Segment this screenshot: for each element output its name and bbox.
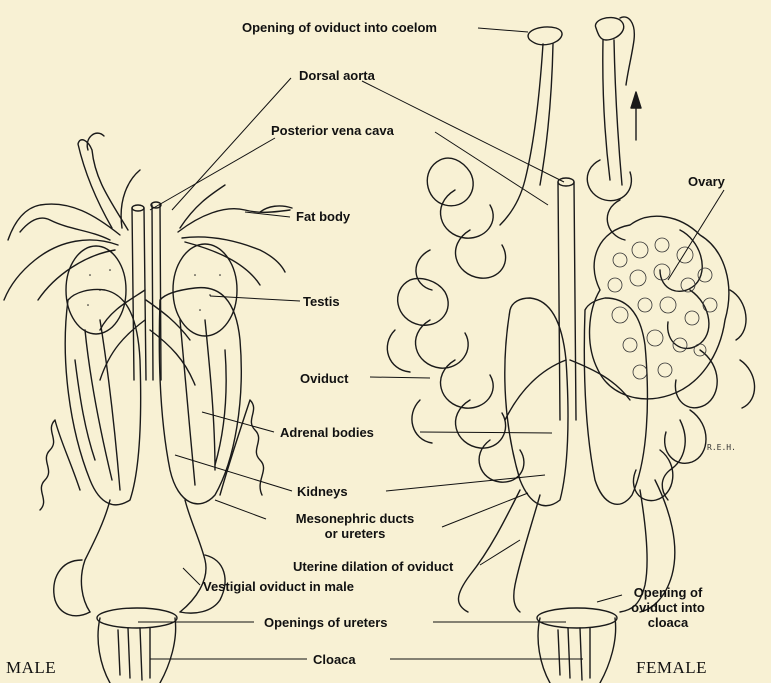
female-oviduct-funnels (500, 17, 641, 225)
label-opening-oviduct-cloaca-line1: Opening of (618, 585, 718, 600)
male-cloaca (97, 608, 177, 683)
female-uterine-ducts (458, 420, 685, 612)
artist-signature: R.E.H. (707, 443, 736, 452)
label-opening-oviduct-cloaca-line2: oviduct into (618, 600, 718, 615)
male-fat-body (4, 133, 292, 300)
panel-label-male: MALE (6, 658, 56, 678)
label-cloaca: Cloaca (313, 652, 356, 667)
label-oviduct: Oviduct (300, 371, 348, 386)
label-opening-oviduct-cloaca-line3: cloaca (618, 615, 718, 630)
label-dorsal-aorta: Dorsal aorta (299, 68, 375, 83)
label-uterine-dilation: Uterine dilation of oviduct (293, 559, 453, 574)
label-opening-oviduct-cloaca: Opening of oviduct into cloaca (618, 585, 718, 630)
label-mesonephric-ducts-line2: or ureters (270, 526, 440, 541)
label-adrenal-bodies: Adrenal bodies (280, 425, 374, 440)
panel-label-female: FEMALE (636, 658, 707, 678)
label-kidneys: Kidneys (297, 484, 348, 499)
label-mesonephric-ducts: Mesonephric ducts or ureters (270, 511, 440, 541)
label-ovary: Ovary (688, 174, 725, 189)
female-oviduct-coils (387, 158, 754, 501)
label-opening-oviduct-coelom: Opening of oviduct into coelom (242, 20, 437, 35)
label-testis: Testis (303, 294, 340, 309)
label-posterior-vena-cava: Posterior vena cava (271, 123, 394, 138)
label-mesonephric-ducts-line1: Mesonephric ducts (270, 511, 440, 526)
female-ovary (590, 216, 729, 399)
female-cloaca (537, 608, 617, 683)
label-fat-body: Fat body (296, 209, 350, 224)
label-vestigial-oviduct: Vestigial oviduct in male (203, 579, 354, 594)
label-openings-of-ureters: Openings of ureters (264, 615, 388, 630)
